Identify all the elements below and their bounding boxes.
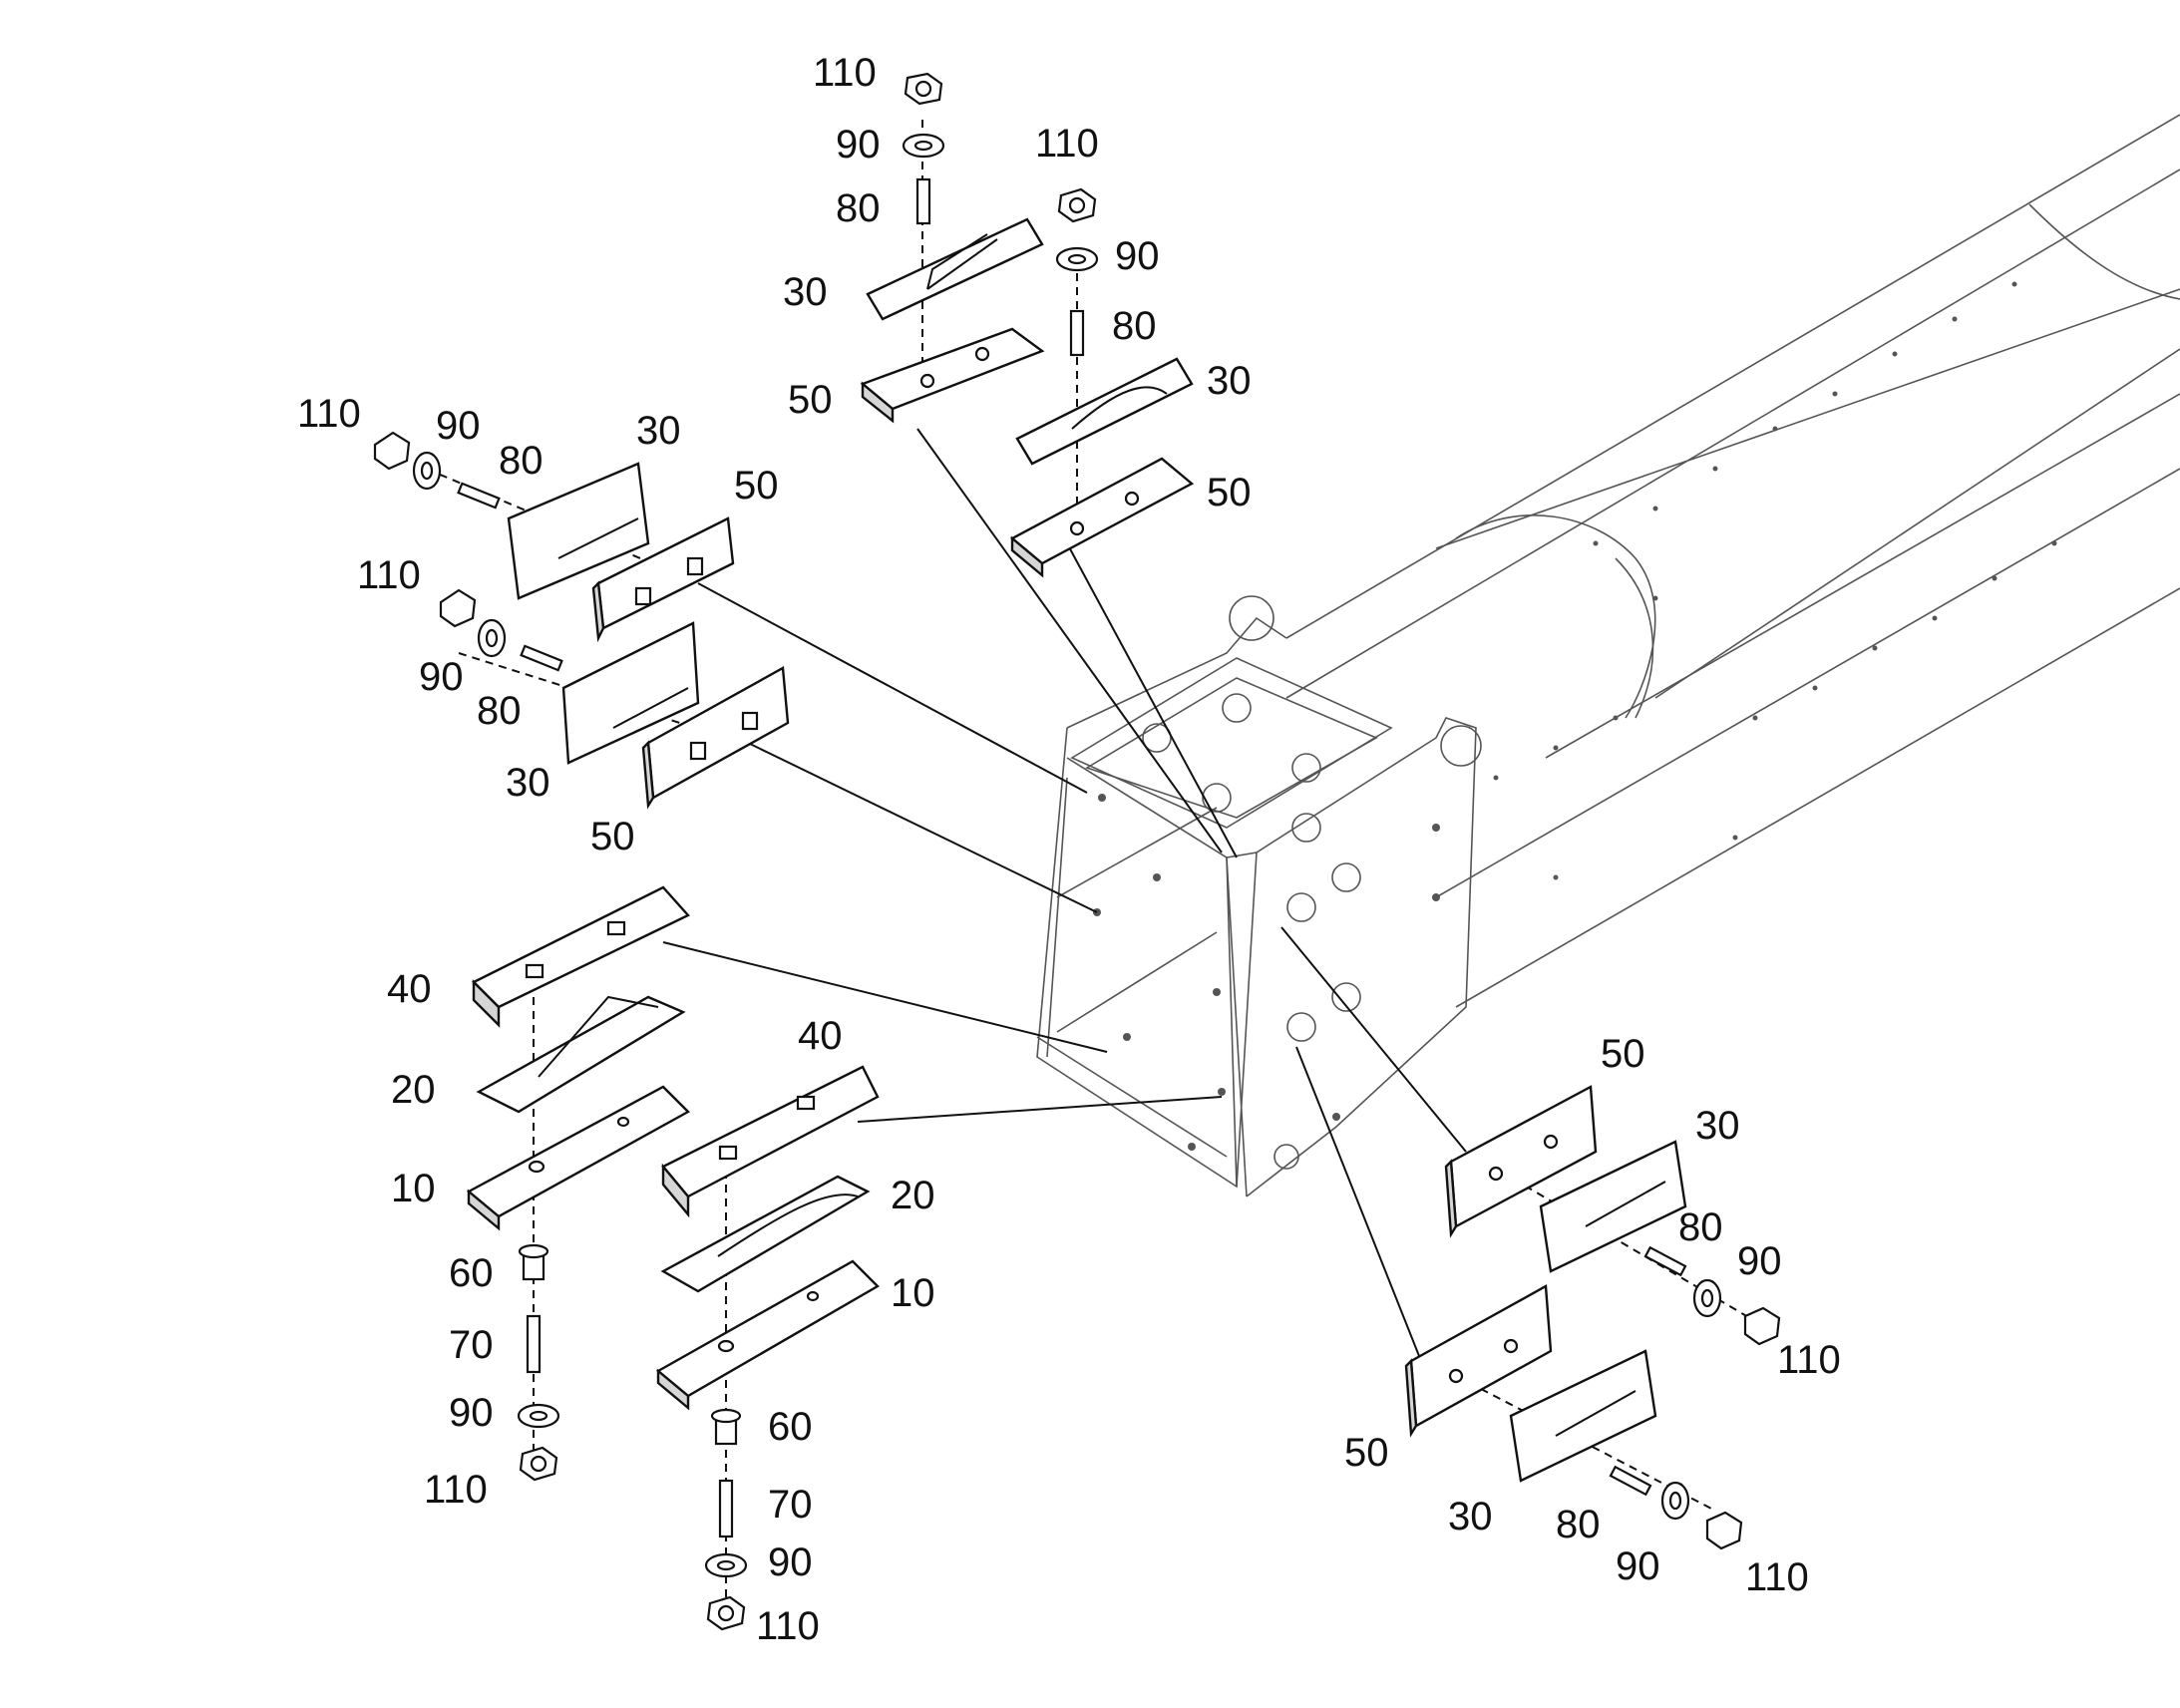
- part-label: 110: [1035, 122, 1099, 166]
- part-group-top-left: [860, 72, 1045, 424]
- part-label: 90: [1616, 1544, 1660, 1588]
- part-label: 80: [477, 689, 522, 733]
- part-label: 10: [891, 1271, 935, 1315]
- part-label: 50: [788, 378, 833, 422]
- part-group-left-lower: [439, 588, 790, 810]
- boom-structure: [1036, 114, 2180, 1197]
- part-label: 60: [449, 1251, 494, 1295]
- part-label: 80: [1112, 304, 1157, 348]
- part-group-bottom-left: [466, 885, 690, 1482]
- part-group-bottom-centre: [655, 1065, 880, 1631]
- part-label: 110: [813, 51, 877, 95]
- part-label: 90: [436, 404, 481, 448]
- part-label: 30: [636, 409, 681, 453]
- part-label: 110: [1745, 1555, 1809, 1599]
- part-label: 50: [1207, 471, 1252, 514]
- part-label: 50: [590, 815, 635, 858]
- part-label: 40: [387, 967, 432, 1011]
- part-group-left-upper: [373, 431, 735, 643]
- leader-lines: [413, 120, 1756, 1605]
- part-label: 110: [357, 553, 421, 597]
- part-label: 80: [1556, 1503, 1601, 1546]
- part-label: 110: [756, 1604, 820, 1648]
- part-label: 20: [391, 1068, 436, 1112]
- part-number-labels: 110 90 80 30 50 110 90 80 30 50 110 90 8…: [297, 51, 1841, 1648]
- part-label: 50: [734, 464, 779, 508]
- part-label: 20: [891, 1174, 935, 1217]
- part-label: 80: [836, 186, 881, 230]
- part-label: 50: [1344, 1431, 1389, 1475]
- part-label: 110: [1777, 1338, 1841, 1382]
- part-label: 90: [768, 1540, 813, 1584]
- part-label: 30: [1207, 359, 1252, 403]
- part-label: 70: [768, 1483, 813, 1527]
- part-group-top-right: [1009, 187, 1195, 578]
- part-label: 90: [1737, 1239, 1782, 1283]
- part-label: 90: [419, 655, 464, 699]
- part-label: 10: [391, 1167, 436, 1210]
- part-label: 30: [783, 270, 828, 314]
- part-label: 90: [836, 123, 881, 167]
- part-group-right-upper: [1444, 1085, 1781, 1346]
- part-label: 30: [1695, 1104, 1740, 1148]
- part-label: 30: [1448, 1495, 1493, 1538]
- part-label: 90: [1115, 234, 1160, 278]
- part-label: 40: [798, 1014, 843, 1058]
- part-label: 70: [449, 1323, 494, 1367]
- part-label: 80: [499, 439, 544, 483]
- part-label: 90: [449, 1391, 494, 1435]
- part-label: 110: [424, 1468, 488, 1512]
- part-group-right-lower: [1404, 1284, 1743, 1550]
- part-label: 80: [1678, 1205, 1723, 1249]
- part-label: 30: [506, 761, 550, 805]
- part-label: 50: [1601, 1032, 1645, 1076]
- part-label: 110: [297, 392, 361, 436]
- part-label: 60: [768, 1405, 813, 1449]
